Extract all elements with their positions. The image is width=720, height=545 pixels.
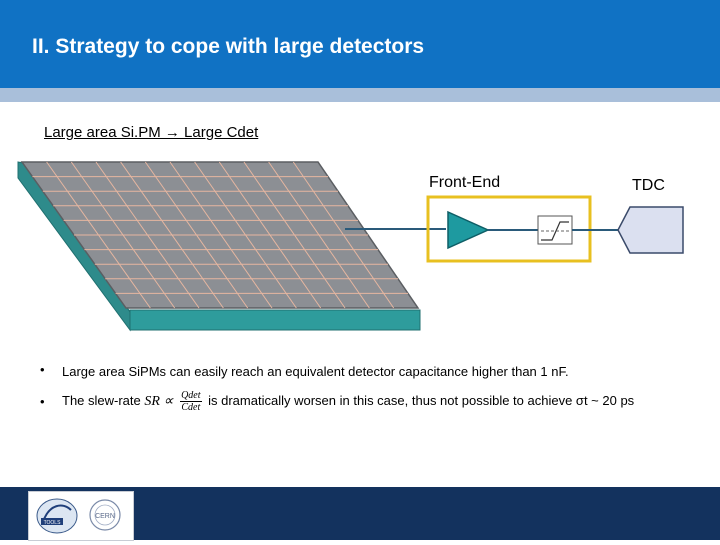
fraction-denominator: Cdet	[181, 402, 201, 413]
header-bar	[0, 0, 720, 88]
sipm-array	[17, 161, 421, 332]
bullet-text: Large area SiPMs can easily reach an equ…	[62, 364, 569, 379]
logos: TOOLS CERN	[36, 498, 121, 534]
sipm-front-edge	[129, 309, 421, 331]
cern-text: CERN	[95, 513, 115, 520]
svg-text:TOOLS: TOOLS	[44, 520, 62, 526]
sipm-grid	[32, 161, 408, 309]
bullet-text: The slew-rate SR ∝ Qdet Cdet is dramatic…	[62, 390, 634, 413]
slide-subtitle: Large area Si.PM → Large Cdet	[44, 124, 259, 141]
bullet-prefix: The slew-rate	[62, 392, 145, 408]
slew-rate-fraction: Qdet Cdet	[180, 390, 202, 413]
bullet-list: • Large area SiPMs can easily reach an e…	[40, 362, 700, 426]
bullet-suffix: is dramatically worsen in this case, thu…	[204, 392, 635, 408]
bullet-item: • The slew-rate SR ∝ Qdet Cdet is dramat…	[40, 390, 700, 418]
amplifier-icon	[447, 210, 490, 250]
bullet-dot: •	[40, 394, 45, 409]
cern-logo: CERN	[89, 499, 121, 531]
front-end-label: Front-End	[429, 174, 501, 191]
bullet-item: • Large area SiPMs can easily reach an e…	[40, 362, 700, 386]
fraction-numerator: Qdet	[180, 390, 202, 402]
tdc-block	[617, 206, 684, 254]
bullet-dot: •	[40, 362, 45, 377]
slide-title: II. Strategy to cope with large detector…	[32, 35, 425, 58]
tdc-label: TDC	[632, 177, 665, 194]
discriminator-box	[537, 215, 573, 245]
logo-panel: TOOLS CERN	[28, 491, 134, 541]
slew-rate-symbol: SR ∝	[144, 393, 174, 409]
epfl-logo: TOOLS	[36, 498, 78, 534]
header-stripe	[0, 88, 720, 102]
